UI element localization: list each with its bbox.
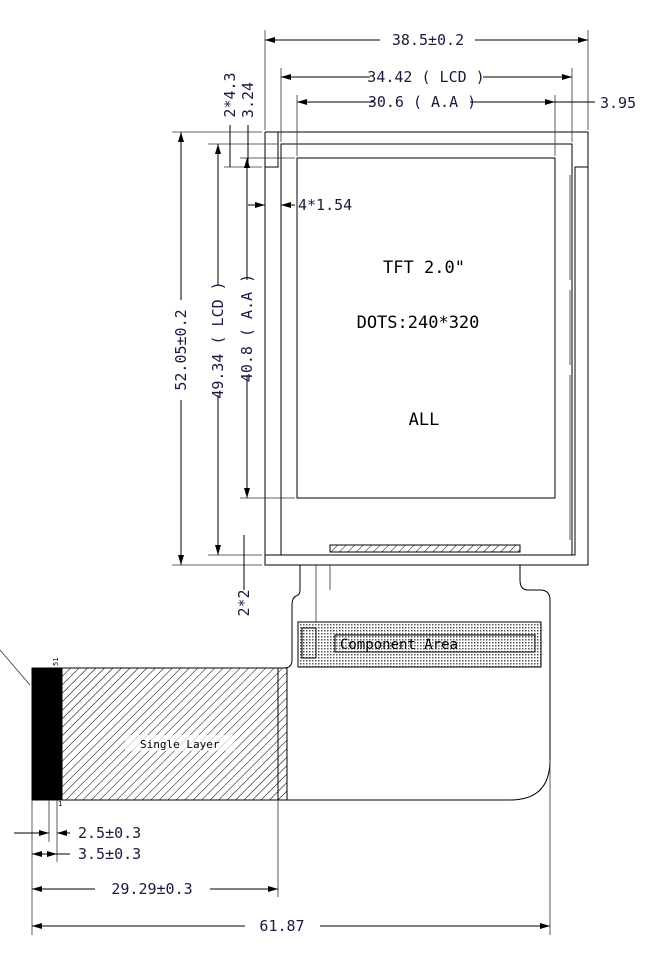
panel-outline — [264, 131, 589, 566]
dim-bottom-offset: 2*2 — [235, 589, 253, 616]
pin-first: 1 — [58, 800, 62, 808]
dim-pitch-b: 3.5±0.3 — [78, 845, 141, 863]
dim-top-offset-a: 2*4.3 — [221, 72, 239, 117]
pin-last: 51 — [52, 658, 60, 666]
view-label: ALL — [409, 410, 440, 430]
dim-lcd-height: 49.34 ( LCD ) — [209, 281, 227, 398]
dim-right-offset: 3.95 — [600, 94, 636, 112]
dim-pitch-a: 2.5±0.3 — [78, 824, 141, 842]
dim-top-offset-b: 3.24 — [239, 82, 257, 118]
component-area-label: Component Area — [340, 637, 458, 653]
stiffener — [32, 668, 62, 800]
connector-pins — [329, 544, 521, 553]
component-area — [297, 621, 542, 668]
fpc-label: Single Layer — [140, 738, 220, 751]
dim-outline-width: 38.5±0.2 — [392, 31, 464, 49]
dim-aa-height: 40.8 ( A.A ) — [238, 274, 256, 382]
dim-fpc-stiffener: 29.29±0.3 — [111, 880, 192, 898]
resolution-label: DOTS:240*320 — [357, 313, 480, 333]
dim-outline-height: 52.05±0.2 — [172, 309, 190, 390]
single-layer-region — [61, 667, 288, 801]
dim-side-offset: 4*1.54 — [298, 196, 352, 214]
dim-lcd-width: 34.42 ( LCD ) — [367, 68, 484, 86]
dim-total-length: 61.87 — [259, 917, 304, 935]
panel-label: TFT 2.0" — [383, 258, 465, 278]
dim-aa-width: 30.6 ( A.A ) — [368, 93, 476, 111]
